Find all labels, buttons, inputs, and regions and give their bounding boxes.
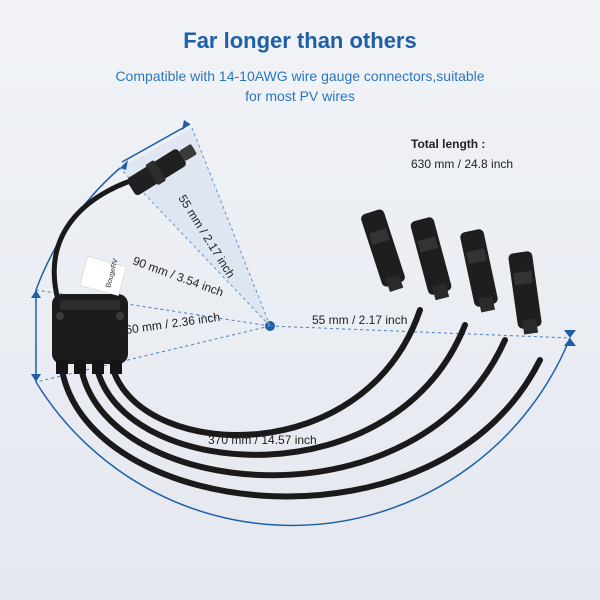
dim-line-connector xyxy=(121,123,191,163)
subtitle-line-2: for most PV wires xyxy=(245,88,355,104)
dim-arc-cable xyxy=(35,337,571,527)
subtitle: Compatible with 14-10AWG wire gauge conn… xyxy=(0,66,600,106)
dim-label-connector-right: 55 mm / 2.17 inch xyxy=(312,313,407,327)
page-title: Far longer than others xyxy=(183,28,417,53)
total-length-label: Total length : xyxy=(411,137,486,151)
right-connectors xyxy=(361,209,542,335)
branch-hub xyxy=(52,294,128,374)
subtitle-line-1: Compatible with 14-10AWG wire gauge conn… xyxy=(115,68,485,84)
total-length-value: 630 mm / 24.8 inch xyxy=(411,157,514,171)
dim-arrows xyxy=(31,120,576,382)
dim-label-cables: 370 mm / 14.57 inch xyxy=(208,433,317,447)
brand-tag xyxy=(79,256,127,296)
top-connector xyxy=(127,144,197,195)
